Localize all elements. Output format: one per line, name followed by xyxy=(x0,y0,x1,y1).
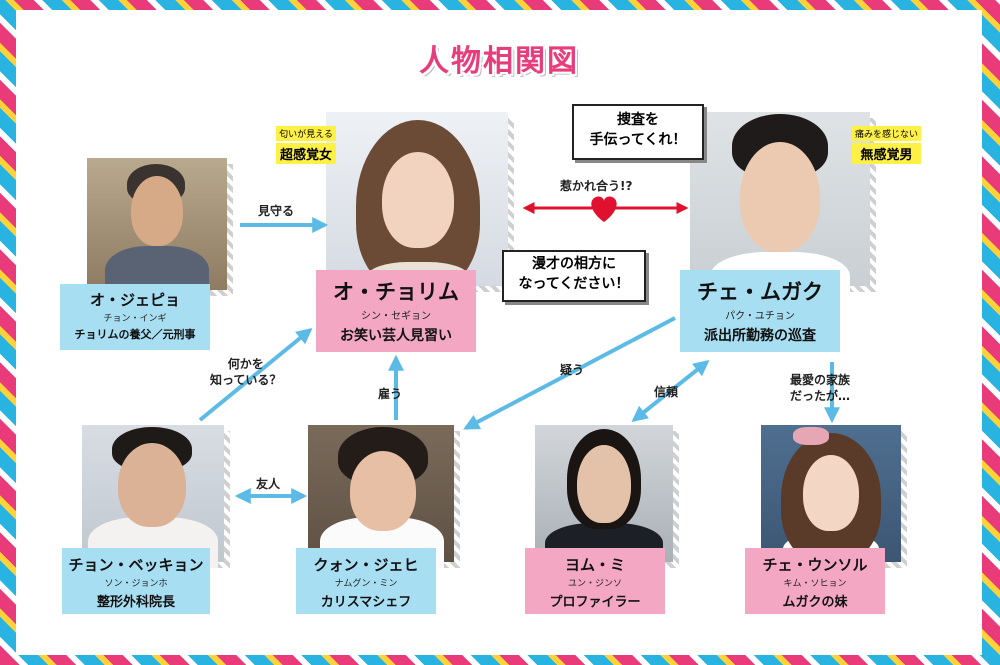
card-kwon-jaehui: クォン・ジェヒ ナムグン・ミン カリスマシェフ xyxy=(296,548,436,614)
label-watch: 見守る xyxy=(258,204,295,218)
photo-oh-chorim xyxy=(326,112,514,292)
label-family: 最愛の家族 だったが… xyxy=(790,373,851,403)
diagram-title: 人物相関図 xyxy=(419,44,579,79)
tag-mugak: 痛みを感じない 無感覚男 xyxy=(852,126,922,164)
card-jeong-baekkyeong: チョン・ベッキョン ソン・ジョンホ 整形外科院長 xyxy=(62,548,210,614)
arrow-doubt xyxy=(463,316,676,430)
photo-oh-jepyo xyxy=(87,158,233,296)
label-knows: 何かを 知っている？ xyxy=(210,357,282,387)
card-yeom-mi: ヨム・ミ ユン・ジンソ プロファイラー xyxy=(525,548,665,614)
arrow-trust xyxy=(631,360,710,422)
speech-bubble-mugak: 捜査を 手伝ってくれ！ xyxy=(572,104,704,160)
label-trust: 信頼 xyxy=(654,385,679,399)
card-choe-eunsol: チェ・ウンソル キム・ソヒョン ムガクの妹 xyxy=(745,548,885,614)
label-attracted: 惹かれ合う!? xyxy=(560,179,633,193)
card-oh-chorim: オ・チョリム シン・セギョン お笑い芸人見習い xyxy=(316,270,476,352)
label-hire: 雇う xyxy=(378,387,403,401)
tag-chorim: 匂いが見える 超感覚女 xyxy=(276,126,337,164)
photo-yeom-mi xyxy=(535,425,679,568)
photo-choe-eunsol xyxy=(761,425,907,568)
photo-choe-mugak xyxy=(690,112,876,292)
label-friend: 友人 xyxy=(256,477,281,491)
heart-icon xyxy=(591,196,617,222)
speech-bubble-chorim: 漫才の相方に なってください！ xyxy=(502,250,646,302)
arrow-knows xyxy=(198,327,313,422)
label-doubt: 疑う xyxy=(560,363,585,377)
card-oh-jepyo: オ・ジェピョ チョン・インギ チョリムの養父／元刑事 xyxy=(60,284,210,350)
card-choe-mugak: チェ・ムガク パク・ユチョン 派出所勤務の巡査 xyxy=(680,270,840,352)
